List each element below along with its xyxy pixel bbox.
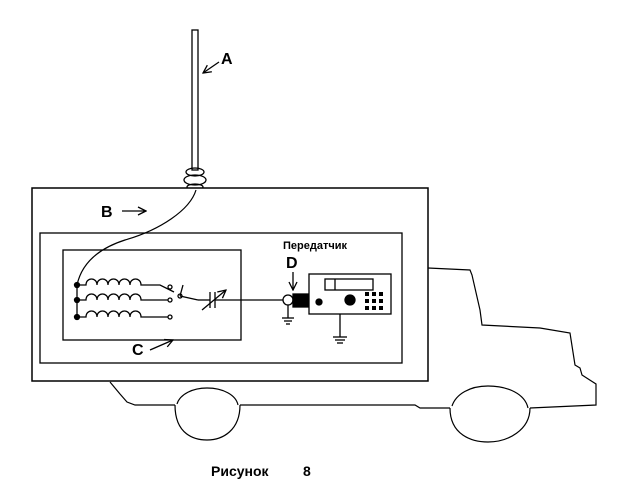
arrow-c (149, 340, 173, 351)
label-a: A (221, 51, 233, 68)
figure-caption-number: 8 (303, 463, 311, 479)
label-b: B (101, 204, 113, 221)
figure-caption-word: Рисунок (211, 463, 270, 479)
label-c: C (132, 342, 144, 359)
label-d: D (286, 255, 298, 272)
antenna-mast (183, 29, 207, 191)
matching-unit-box (62, 249, 242, 341)
transmitter-unit (308, 273, 392, 344)
arrow-a (203, 61, 220, 73)
antenna-feed-wire (76, 189, 197, 286)
inner-enclosure (39, 232, 403, 364)
variable-capacitor (198, 290, 240, 311)
truck-outline (109, 267, 597, 443)
transmitter-label: Передатчик (283, 240, 347, 252)
coil-group (73, 278, 199, 321)
